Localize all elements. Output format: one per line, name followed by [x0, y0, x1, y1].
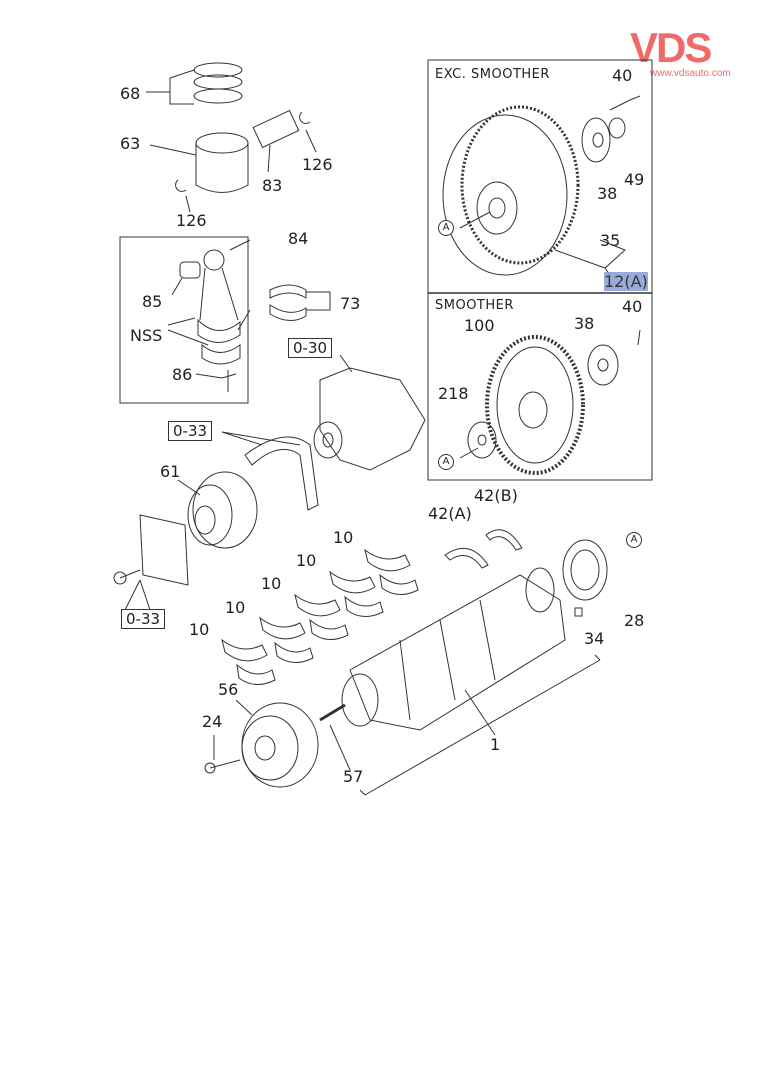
label-73: 73 — [340, 294, 361, 313]
label-10: 10 — [296, 551, 317, 570]
label-35: 35 — [600, 231, 621, 250]
water-pump-drawing — [313, 354, 426, 471]
label-100: 100 — [464, 316, 495, 335]
label-10: 10 — [261, 574, 282, 593]
snap-ring-drawing — [299, 111, 311, 124]
label-49: 49 — [624, 170, 645, 189]
ref-a-circle: A — [626, 532, 642, 548]
label-24: 24 — [202, 712, 223, 731]
label-218: 218 — [438, 384, 469, 403]
thrust-washer-b-drawing — [485, 529, 523, 551]
crankshaft-drawing — [319, 539, 608, 731]
label-61: 61 — [160, 462, 181, 481]
logo-brand: VDS — [630, 24, 712, 71]
label-56: 56 — [218, 680, 239, 699]
label-42a: 42(A) — [428, 504, 472, 523]
label-34: 34 — [584, 629, 605, 648]
label-63: 63 — [120, 134, 141, 153]
label-40: 40 — [612, 66, 633, 85]
label-42b: 42(B) — [474, 486, 518, 505]
piston-rings-drawing — [146, 62, 243, 105]
plate-drawing — [139, 514, 189, 586]
flywheel-panel-frame — [427, 59, 653, 481]
timing-gear-drawing — [113, 471, 258, 611]
snap-ring-drawing-2 — [175, 179, 187, 192]
label-126-right: 126 — [302, 155, 333, 174]
label-85: 85 — [142, 292, 163, 311]
piston-drawing — [149, 132, 249, 193]
conrod-panel-frame — [119, 236, 249, 404]
crank-pulley-drawing — [204, 699, 351, 788]
label-12a-highlight: 12(A) — [604, 272, 648, 291]
label-10: 10 — [189, 620, 210, 639]
piston-pin-drawing — [252, 109, 300, 173]
main-bearings-drawing — [221, 548, 419, 685]
ref-0-33-top[interactable]: 0-33 — [168, 421, 213, 441]
assembly-bracket-line — [359, 654, 601, 796]
label-83: 83 — [262, 176, 283, 195]
panel-title-exc-smoother: EXC. SMOOTHER — [435, 67, 550, 82]
label-68: 68 — [120, 84, 141, 103]
label-57: 57 — [343, 767, 364, 786]
label-nss: NSS — [130, 326, 163, 345]
key-drawing — [319, 703, 346, 722]
label-1: 1 — [490, 735, 501, 754]
ref-0-30[interactable]: 0-30 — [288, 338, 333, 358]
connecting-rod-drawing — [167, 239, 331, 392]
flywheel-exc-smoother-drawing — [442, 95, 641, 276]
logo-url: www.vdsauto.com — [650, 68, 731, 79]
label-10: 10 — [333, 528, 354, 547]
label-126-left: 126 — [176, 211, 207, 230]
label-28: 28 — [624, 611, 645, 630]
label-86: 86 — [172, 365, 193, 384]
panel-title-smoother: SMOOTHER — [435, 298, 514, 313]
label-12a[interactable]: 12(A) — [604, 272, 648, 291]
thrust-washer-a-drawing — [444, 547, 489, 569]
ref-0-33-bottom[interactable]: 0-33 — [121, 609, 166, 629]
label-38-smoother: 38 — [574, 314, 595, 333]
label-84: 84 — [288, 229, 309, 248]
flywheel-smoother-drawing — [459, 329, 641, 475]
ref-a-circle: A — [438, 454, 454, 470]
label-40-smoother: 40 — [622, 297, 643, 316]
label-10: 10 — [225, 598, 246, 617]
ref-a-circle: A — [438, 220, 454, 236]
label-38: 38 — [597, 184, 618, 203]
crank-gear-drawing — [562, 539, 608, 601]
vds-logo: VDS ® www.vdsauto.com — [630, 24, 731, 80]
